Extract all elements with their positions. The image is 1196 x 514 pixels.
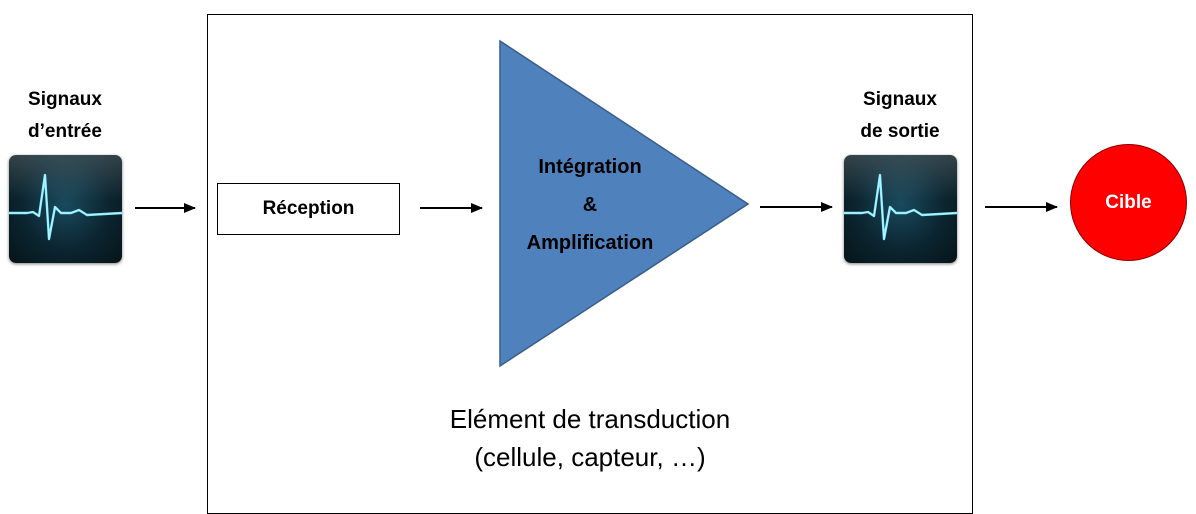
transducer-caption-line2: (cellule, capteur, …)	[474, 442, 706, 472]
reception-label: Réception	[262, 198, 355, 219]
output-signals-line1: Signaux	[863, 89, 937, 110]
input-signals-label: Signaux d’entrée	[0, 84, 130, 148]
output-signals-label: Signaux de sortie	[835, 84, 965, 148]
output-ecg-icon	[844, 155, 957, 263]
amplifier-label: Intégration & Amplification	[490, 148, 690, 262]
input-signals-line1: Signaux	[28, 89, 102, 110]
transducer-caption: Elément de transduction (cellule, capteu…	[390, 400, 790, 476]
output-signals-line2: de sortie	[860, 121, 940, 142]
input-ecg-icon	[9, 155, 122, 263]
reception-box: Réception	[217, 183, 400, 235]
target-label: Cible	[1105, 191, 1152, 213]
target-circle: Cible	[1070, 144, 1187, 261]
transducer-caption-line1: Elément de transduction	[449, 404, 731, 434]
input-signals-line2: d’entrée	[28, 121, 102, 142]
amplifier-label-line1: Intégration	[538, 156, 642, 178]
diagram-connectors	[135, 39, 1058, 368]
amplifier-label-line2: &	[582, 194, 598, 216]
amplifier-label-line3: Amplification	[526, 232, 654, 254]
amplifier-triangle	[499, 39, 750, 368]
